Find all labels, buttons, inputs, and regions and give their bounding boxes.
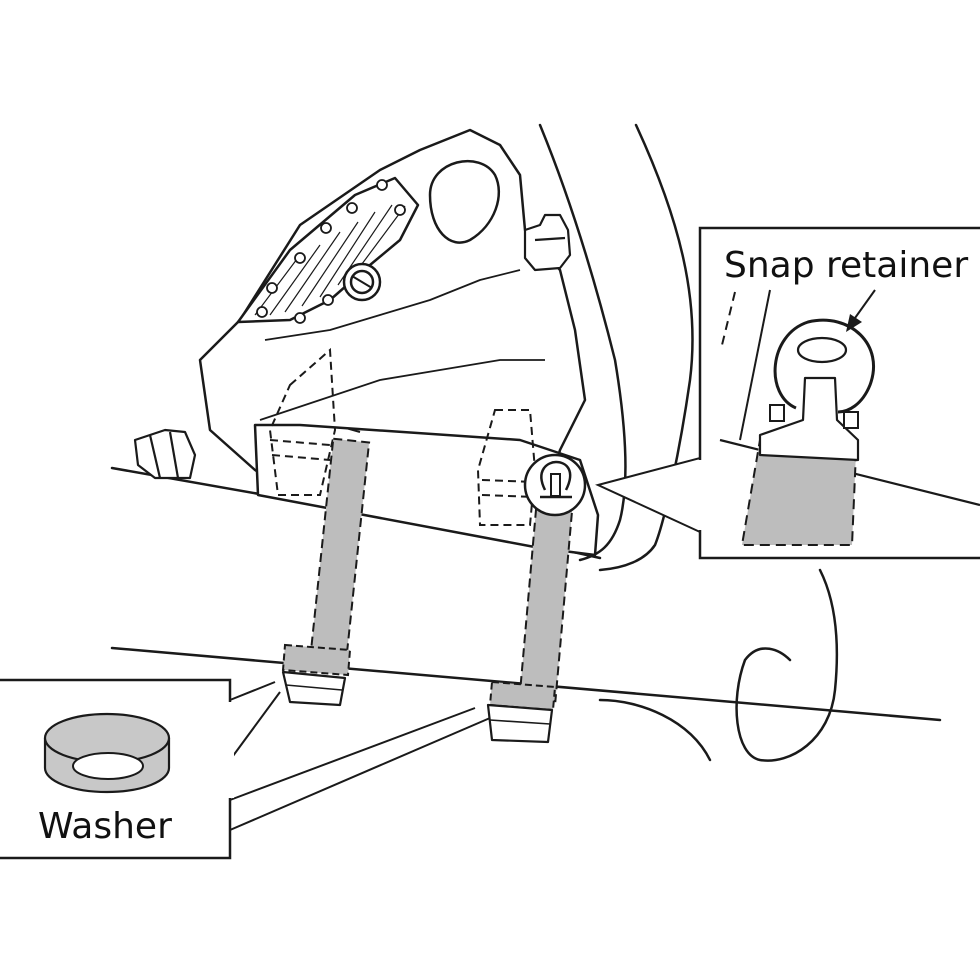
fin-rivets [256, 179, 406, 324]
hose-fitting [133, 428, 197, 480]
caliper-contour-2 [259, 359, 545, 421]
mounting-bolt-left [281, 427, 371, 707]
chainstay-curve [735, 568, 839, 762]
washer-left [281, 670, 347, 707]
seat-stay-line [538, 123, 627, 562]
caliper-inner-loop [428, 159, 500, 244]
snap-retainer-badge [523, 453, 587, 517]
chainstay-line-lower [598, 698, 712, 762]
cooling-fin-plate [236, 176, 420, 324]
center-screw [342, 262, 382, 302]
snap-retainer-ring [773, 318, 876, 414]
washer-right [486, 703, 554, 744]
washer-label: Washer [38, 806, 172, 847]
brake-caliper [198, 128, 587, 522]
bleed-nipple [523, 213, 572, 272]
snap-retainer-callout: Snap retainer [595, 226, 980, 560]
callout-pointer-right [595, 456, 701, 534]
washer-callout: Washer [0, 678, 491, 860]
mounting-bolt-right [486, 502, 574, 744]
snap-retainer-label: Snap retainer [724, 245, 968, 286]
washer-icon [43, 712, 171, 794]
seat-stay-outer-line [598, 123, 694, 572]
fin-lines [254, 204, 406, 316]
caliper-contour-1 [264, 269, 521, 341]
